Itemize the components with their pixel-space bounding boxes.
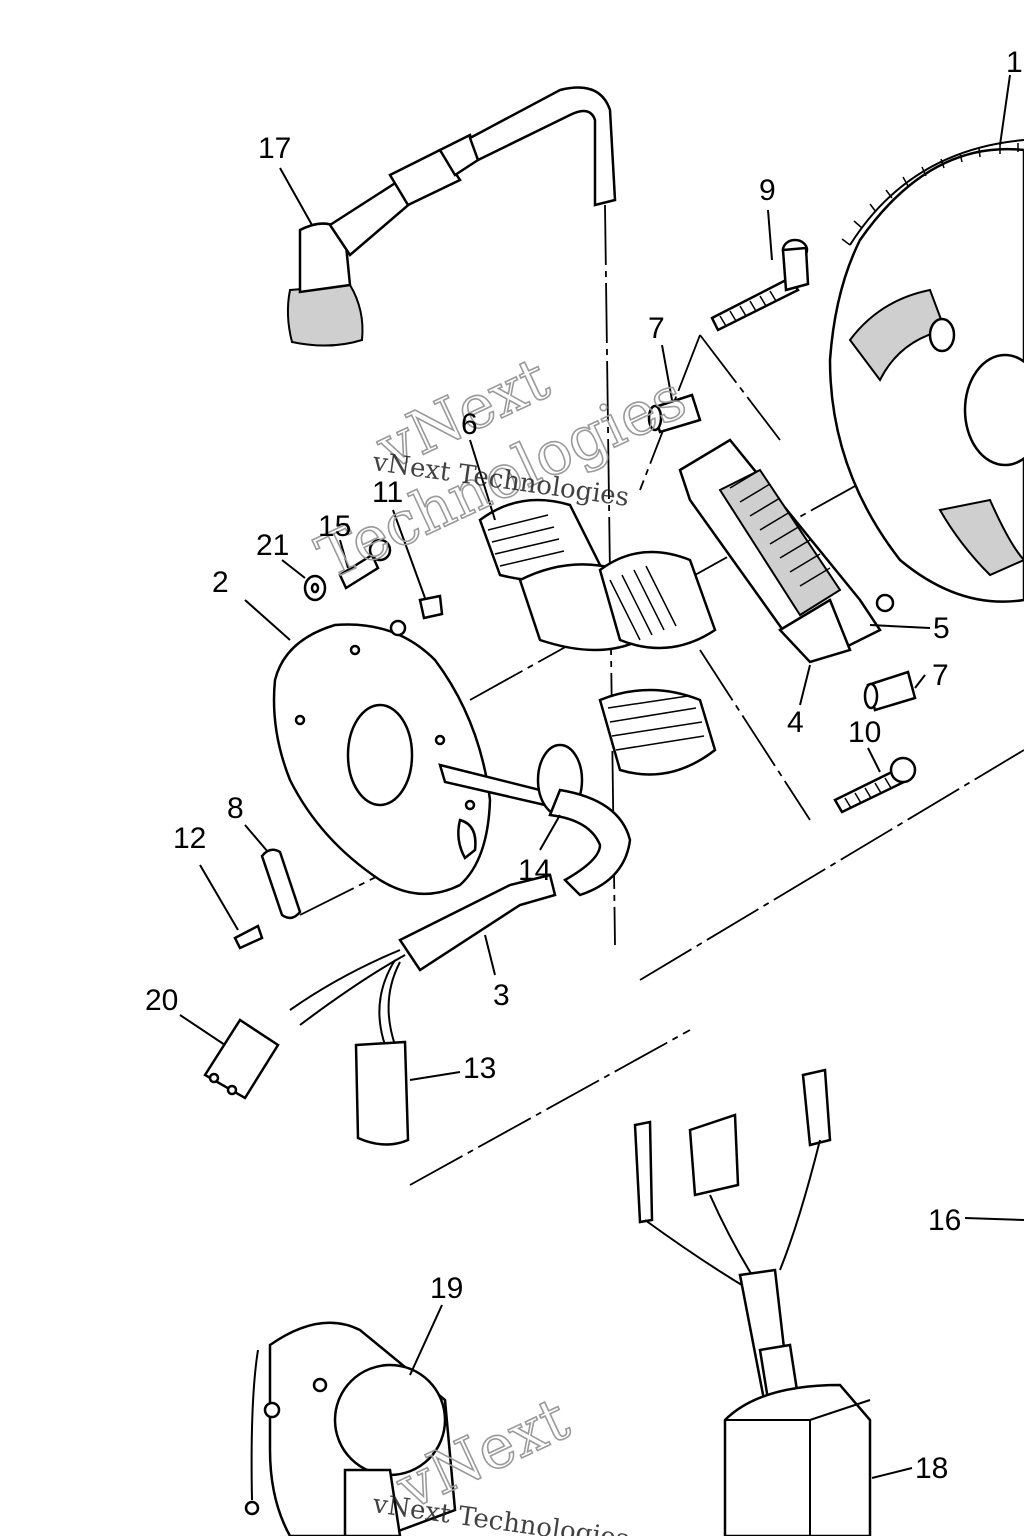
part-label-10: 10 xyxy=(848,716,881,749)
part-label-15: 15 xyxy=(318,510,351,543)
stator-coils xyxy=(478,498,717,776)
part-label-14: 14 xyxy=(518,854,551,887)
screw-12 xyxy=(233,924,264,950)
wire-harness xyxy=(289,743,632,1046)
part-label-2: 2 xyxy=(212,566,229,599)
screw-11 xyxy=(389,594,444,637)
washer-21 xyxy=(303,574,327,602)
part-label-19: 19 xyxy=(430,1272,463,1305)
part-labels: 1 2 3 4 5 6 7 7 8 9 10 11 12 13 14 15 16… xyxy=(145,46,1023,1485)
watermark-small-b: vNext Technologies xyxy=(370,1489,631,1536)
part-label-13: 13 xyxy=(463,1052,496,1085)
part-label-6: 6 xyxy=(461,408,478,441)
screw-10 xyxy=(833,756,917,814)
part-label-4: 4 xyxy=(787,706,804,739)
part-label-5: 5 xyxy=(933,612,950,645)
flywheel xyxy=(828,139,1024,603)
part-label-11: 11 xyxy=(372,476,403,509)
stator-plate xyxy=(272,623,492,896)
spark-plug-cap xyxy=(286,86,617,347)
part-label-17: 17 xyxy=(258,132,291,165)
label-leaders xyxy=(179,74,1024,1479)
part-label-18: 18 xyxy=(915,1452,948,1485)
spacer-7-bottom xyxy=(863,670,917,712)
connector-20 xyxy=(203,1018,280,1100)
screw-9 xyxy=(710,238,810,332)
part-label-1: 1 xyxy=(1006,46,1023,79)
part-label-20: 20 xyxy=(145,984,178,1017)
charging-coil xyxy=(678,438,895,664)
part-label-12: 12 xyxy=(173,822,206,855)
part-label-16: 16 xyxy=(928,1204,961,1237)
part-label-9: 9 xyxy=(759,174,776,207)
part-label-7-top: 7 xyxy=(648,312,665,345)
part-label-21: 21 xyxy=(256,529,289,562)
cdi-module xyxy=(633,1068,872,1536)
starter-solenoid xyxy=(244,1321,457,1536)
clamp-8 xyxy=(260,848,302,920)
part-label-8: 8 xyxy=(227,792,244,825)
part-label-3: 3 xyxy=(493,979,510,1012)
part-label-7-bottom: 7 xyxy=(932,659,949,692)
connector-13 xyxy=(354,1040,410,1146)
spacer-7-top xyxy=(647,393,702,434)
screw-15 xyxy=(338,538,392,590)
